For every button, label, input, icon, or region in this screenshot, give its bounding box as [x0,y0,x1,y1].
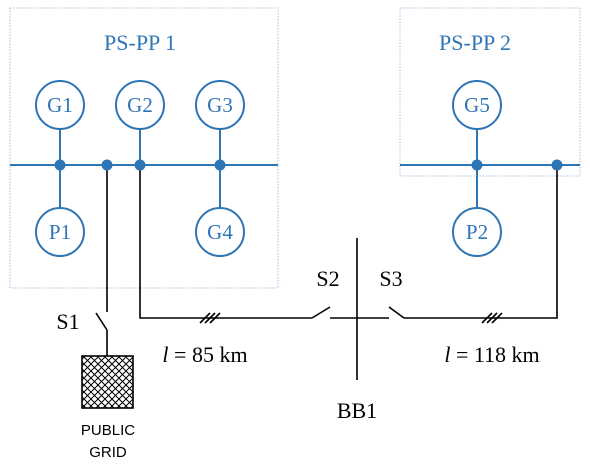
s3-switch-blade [388,306,405,319]
junction-g5-p2 [471,159,483,171]
public-grid-icon [81,355,134,409]
generator-g3-icon [195,80,245,130]
line-85km-symbol: l [162,342,168,367]
load-p1-icon [35,207,85,257]
switch-s1-label: S1 [56,309,79,334]
line-118km-marks [481,312,503,324]
generator-g1-icon [35,80,85,130]
switch-s2-label: S2 [316,266,339,291]
g2-label: G2 [127,93,153,117]
plant2-title: PS-PP 2 [439,30,511,55]
junction-s1 [101,159,113,171]
line-118km [404,165,558,319]
s2-switch-blade [311,306,331,319]
public-grid-label-line2: GRID [89,444,127,461]
generator-g4-icon [195,207,245,257]
line-85km-label: l = 85 km [162,342,247,367]
line-85km-marks [199,312,221,324]
s1-switch-blade [95,312,108,331]
g3-label: G3 [207,93,233,117]
g1-label: G1 [47,93,73,117]
p1-label: P1 [49,220,71,244]
plant2-box [399,7,581,177]
p2-label: P2 [466,220,488,244]
generator-g2-icon [115,80,165,130]
line-85km [139,165,312,319]
junction-line-118km [551,159,563,171]
public-grid-label-line1: PUBLIC [81,422,135,439]
line-85km-value: = 85 km [169,342,248,367]
load-p2-icon [452,207,502,257]
junction-g2 [134,159,146,171]
g4-label: G4 [207,220,233,244]
junction-g1-p1 [54,159,66,171]
junction-g3-g4 [214,159,226,171]
plant1-title: PS-PP 1 [104,30,176,55]
line-118km-label: l = 118 km [444,342,539,367]
line-118km-value: = 118 km [450,342,539,367]
line-118km-symbol: l [444,342,450,367]
plant1-box [9,7,279,289]
g5-label: G5 [464,93,490,117]
switch-s3-label: S3 [379,266,402,291]
generator-g5-icon [452,80,502,130]
bb1-label: BB1 [337,398,377,423]
